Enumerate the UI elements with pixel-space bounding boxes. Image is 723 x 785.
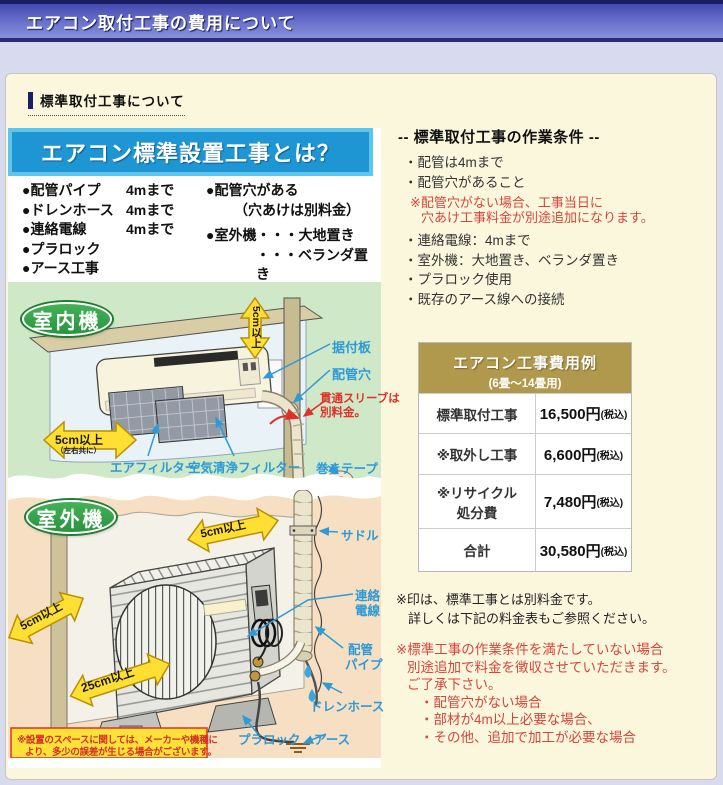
condition-warning-line-1: ※配管穴がない場合、工事当日に [410,195,603,210]
label-sleeve-note-1: 貫通スリーブは [320,393,400,405]
condition-item: ・室外機：大地置き、ベランダ置き [404,252,620,268]
clearance-arrow-vertical [239,296,271,360]
price-row-label: 標準取付工事 [419,394,536,433]
bullet-item: ●連絡電線 4mまで [22,221,175,237]
pointer-line-red [302,399,327,417]
note-line: 詳しくは下記の料金表もご参照ください。 [408,610,656,626]
price-row-value: 16,500円 (税込) [539,406,628,423]
label-clearance-5cm-vertical: 5cm以上 [250,306,262,349]
work-conditions-title: -- 標準取付工事の作業条件 -- [398,129,600,146]
price-row-recycle: ※リサイクル処分費 7,480円 (税込) [419,474,631,528]
condition-item: ・連絡電線：4mまで [404,233,531,248]
condition-item: ・既存のアース線への接続 [404,291,565,307]
header-bar [0,4,723,38]
price-row-label: 合計 [419,529,536,571]
label-drain-hose: ドレンホース [310,700,385,714]
condition-item: ・配管は4mまで [404,155,504,170]
note-line: ・部材が4m以上必要な場合、 [420,712,601,727]
indoor-bottom-wave [8,473,381,490]
space-note-line-1: ※設置のスペースに関しては、メーカーや機種に [17,735,218,746]
bullets-left-column: ●配管パイプ 4mまで ●ドレンホース 4mまで ●連絡電線 4mまで ●プラロ… [22,181,174,279]
price-row-value: 6,600円 (税込) [543,446,624,464]
note-line: ・その他、追加で加工が必要な場合 [420,729,636,745]
bullet-item-cont: ・・・ベランダ置き [256,246,368,283]
outdoor-unit-illustration [8,490,381,758]
bullet-item: ●ドレンホース 4mまで [22,201,175,218]
label-earth: アース [314,733,351,747]
note-line: 別途追加で料金を徴収させていただきます。 [407,659,676,675]
price-table-title: エアコン工事費用例 [452,355,597,372]
price-table-subtitle: (6畳～14畳用) [488,378,562,390]
note-line: ・配管穴がない場合 [420,694,542,710]
bullet-item-note: （穴あけは別料金） [234,201,360,218]
price-table-header: エアコン工事費用例 (6畳～14畳用) [419,343,631,393]
outdoor-unit-badge: 室外機 [26,500,116,534]
air-filters [108,385,228,444]
price-table: エアコン工事費用例 (6畳～14畳用) 標準取付工事 16,500円 (税込) … [418,342,632,572]
diagram-banner-text: エアコン標準設置工事とは？ [40,141,340,166]
label-wire-2: 電線 [355,604,381,618]
label-wrap-tape: 巻きテープ [316,462,378,476]
section-header: 標準取付工事について [28,90,185,116]
condition-warning-line-2: 穴あけ工事料金が別途追加になります。 [421,210,654,225]
price-row-label: ※リサイクル処分費 [419,475,536,528]
label-air-filter: エアフィルター [110,461,198,475]
bullet-item: ●アース工事 [22,260,99,276]
section-header-bar [28,91,33,109]
price-row-removal: ※取外し工事 6,600円 (税込) [419,433,631,474]
price-row-total: 合計 30,580円 (税込) [419,528,631,571]
bullet-item: ●室外機・・・大地置き [206,227,355,243]
space-note-box [10,727,208,758]
label-clearance-5cm-horizontal: 5cm以上 [55,433,104,447]
indoor-unit-badge: 室内機 [22,302,112,336]
water-drops [304,665,316,702]
earth-wire [255,681,310,753]
outdoor-top-wave [8,490,381,501]
pointer-lines-blue [242,527,354,744]
note-line: ※標準工事の作業条件を満たしていない場合 [396,642,664,657]
outdoor-unit-body [109,546,306,721]
indoor-unit-illustration [8,282,381,490]
clearance-arrows [8,507,280,708]
condition-item: ・配管穴があること [404,174,526,190]
label-purifier-filter: 空気清浄フィルター [188,461,301,475]
note-line: ご了承下さい。 [407,677,502,692]
price-row-value: 30,580円 (税込) [539,542,628,560]
label-plarock: プラロック [238,733,301,747]
standard-work-bullets: ●配管パイプ 4mまで ●ドレンホース 4mまで ●連絡電線 4mまで ●プラロ… [8,176,381,282]
bullet-item: ●配管穴がある [206,182,299,198]
space-note-line-2: より、多少の誤差が生じる場合がございます。 [25,747,217,758]
label-saddle: サドル [341,529,379,543]
price-row-value: 7,480円 (税込) [543,494,624,511]
section-title: 標準取付工事について [40,94,185,109]
bullet-item: ●配管パイプ 4mまで [22,182,175,198]
work-conditions: -- 標準取付工事の作業条件 -- ・配管は4mまで ・配管穴があること ※配管… [398,126,718,309]
notes-red: ※標準工事の作業条件を満たしていない場合 別途追加で料金を徴収させていただきます… [396,641,676,746]
price-row-standard: 標準取付工事 16,500円 (税込) [419,393,631,433]
pipe-bundle [289,490,318,706]
label-clearance-5cm-note: （左右共に） [56,446,101,455]
condition-item: ・プラロック使用 [404,272,512,287]
pointer-lines-blue [147,343,340,474]
label-pipe-hole: 配管穴 [332,367,372,382]
condition-warning: ※配管穴がない場合、工事当日に 穴あけ工事料金が別途追加になります。 [410,195,718,225]
header-top-strip [0,0,723,4]
label-pipe-2: パイプ [345,658,383,672]
label-sleeve-note-2: 別料金。 [320,407,366,419]
page-title: エアコン取付工事の費用について [26,14,296,33]
saddle-clamp [289,525,317,536]
label-mounting-plate: 据付板 [332,340,372,355]
bullet-item: ●プラロック [22,240,101,257]
pipe-through-wall [261,390,305,490]
bullets-right-column: ●配管穴がある （穴あけは別料金） ●室外機・・・大地置き ・・・ベランダ置き [206,181,381,285]
notes-black: ※印は、標準工事とは別料金です。 詳しくは下記の料金表もご参照ください。 [396,591,655,628]
label-pipe-1: 配管 [348,643,374,657]
price-row-label: ※取外し工事 [419,434,536,474]
note-line: ※印は、標準工事とは別料金です。 [396,592,601,607]
header-bottom-strip [0,38,723,42]
diagram-banner: エアコン標準設置工事とは？ [8,128,373,176]
label-wire-1: 連絡 [355,589,381,603]
clearance-arrow-horizontal [42,420,138,460]
